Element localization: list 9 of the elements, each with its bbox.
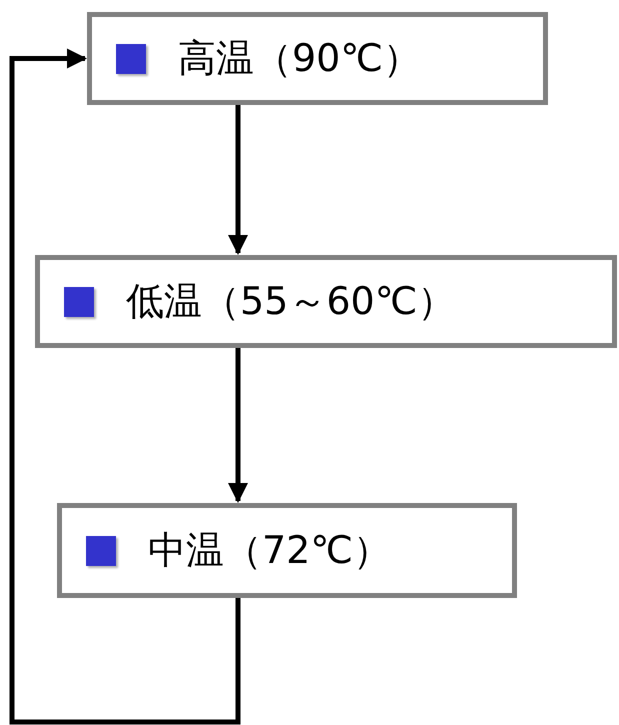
step-box	[87, 12, 548, 105]
step-label: 高温（90℃）	[178, 35, 422, 82]
step-box	[35, 255, 617, 348]
arrow	[228, 105, 248, 255]
arrow	[10, 48, 240, 724]
step-label: 中温（72℃）	[148, 527, 392, 574]
step-box	[57, 503, 517, 598]
arrow	[228, 348, 248, 503]
step-label: 低温（55～60℃）	[126, 278, 456, 325]
